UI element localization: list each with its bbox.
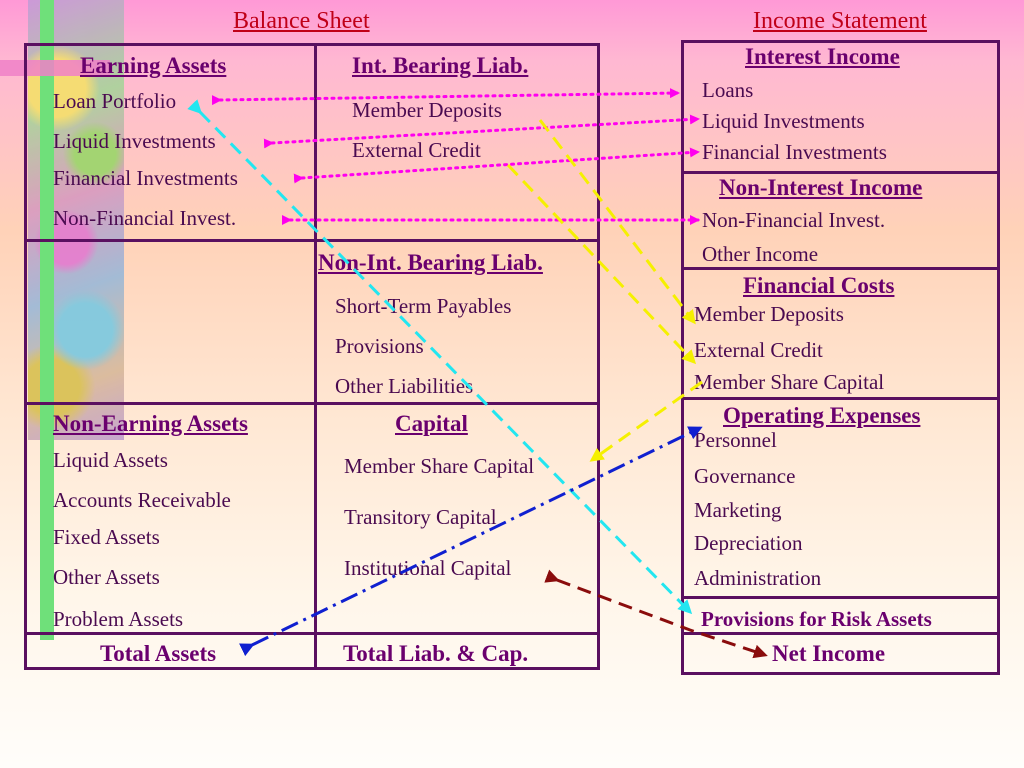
financial-costs-item: External Credit — [694, 338, 823, 362]
interest-income-title: Interest Income — [745, 44, 900, 69]
arrow-provisions-loan — [187, 99, 693, 615]
arrow-liquid-investments — [263, 114, 700, 149]
int-bearing-liab-title: Int. Bearing Liab. — [352, 53, 529, 78]
non-interest-income-title: Non-Interest Income — [719, 175, 923, 200]
non-interest-income-item: Other Income — [702, 242, 819, 266]
non-earning-assets-item: Fixed Assets — [53, 525, 160, 549]
income-row-divider-2 — [681, 267, 1000, 270]
arrow-financial-investments — [293, 147, 700, 184]
financial-costs-item: Member Share Capital — [694, 370, 885, 394]
interest-income-item: Liquid Investments — [702, 109, 865, 133]
operating-expenses-title: Operating Expenses — [723, 403, 921, 428]
earning-assets-item: Loan Portfolio — [53, 89, 177, 113]
non-earning-assets-item: Problem Assets — [53, 607, 184, 631]
decorative-green-bar — [40, 0, 54, 640]
interest-income-item: Loans — [702, 78, 754, 102]
income-row-divider-3 — [681, 397, 1000, 400]
net-income: Net Income — [772, 641, 886, 666]
balance-sheet-heading: Balance Sheet — [233, 8, 370, 34]
total-assets: Total Assets — [100, 641, 217, 666]
arrow-member-share-capital-cost — [589, 380, 703, 462]
income-row-divider-5 — [681, 632, 1000, 635]
interest-income-item: Financial Investments — [702, 140, 887, 164]
arrow-loans — [211, 88, 680, 106]
income-row-divider-1 — [681, 171, 1000, 174]
financial-costs-item: Member Deposits — [694, 302, 844, 326]
operating-expenses-item: Personnel — [694, 428, 777, 452]
arrow-total-assets-expenses — [239, 426, 703, 657]
income-statement-heading: Income Statement — [753, 8, 927, 34]
financial-costs-title: Financial Costs — [743, 273, 895, 298]
operating-expenses-item: Marketing — [694, 498, 782, 522]
operating-expenses-item: Governance — [694, 464, 796, 488]
non-interest-income-item: Non-Financial Invest. — [702, 208, 886, 232]
income-row-divider-4 — [681, 596, 1000, 599]
arrow-net-income-capital — [544, 569, 768, 659]
operating-expenses-item: Depreciation — [694, 531, 803, 555]
decorative-pink-bar — [0, 60, 110, 76]
non-earning-assets-item: Liquid Assets — [53, 448, 168, 472]
earning-assets-title: Earning Assets — [80, 53, 227, 78]
non-earning-assets-item: Other Assets — [53, 565, 160, 589]
arrow-external-credit-cost — [506, 163, 697, 365]
